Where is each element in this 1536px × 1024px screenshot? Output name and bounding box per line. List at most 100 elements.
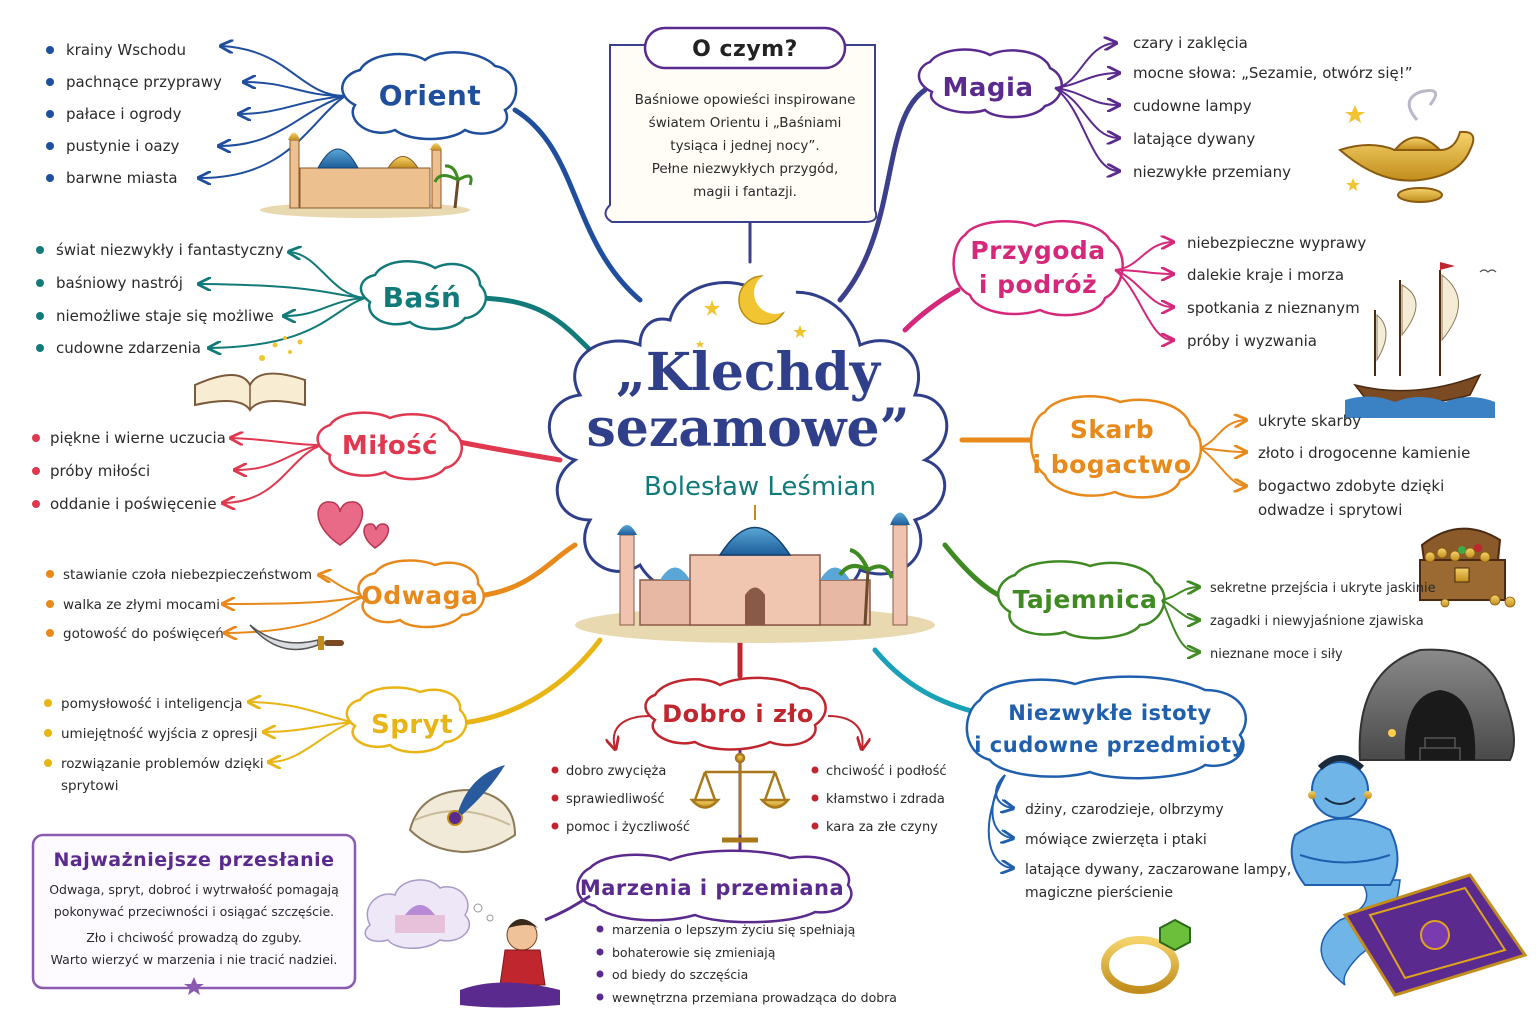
basn-item: cudowne zdarzenia <box>56 339 201 357</box>
przygoda-label-1: Przygoda <box>970 236 1105 265</box>
ring-icon <box>1101 918 1191 994</box>
magic-lamp-icon <box>1338 89 1475 203</box>
milosc-bubble <box>316 411 463 481</box>
dobro-right-item: kłamstwo i zdrada <box>826 792 945 807</box>
przygoda-item: próby i wyzwania <box>1187 332 1317 350</box>
scimitar-icon <box>249 624 344 651</box>
tajemnica-item: nieznane moce i siły <box>1210 647 1343 662</box>
przygoda-item: spotkania z nieznanym <box>1187 299 1360 317</box>
treasure-chest-icon <box>1419 527 1516 608</box>
dreaming-boy-icon <box>364 879 560 1008</box>
title-line-1: „Klechdy <box>616 342 882 403</box>
milosc-item: próby miłości <box>50 462 150 480</box>
orient-item: krainy Wschodu <box>66 41 186 59</box>
topic-orient: Orient krainy Wschodu pachnące przyprawy… <box>46 41 518 218</box>
odwaga-item: stawianie czoła niebezpieczeństwom <box>63 567 312 583</box>
basn-label: Baśń <box>383 281 462 314</box>
przygoda-item: niebezpieczne wyprawy <box>1187 234 1366 252</box>
open-book-icon <box>194 336 306 412</box>
star-icon <box>184 977 204 995</box>
odwaga-item: walka ze złymi mocami <box>63 597 220 613</box>
skarb-item: złoto i drogocenne kamienie <box>1258 444 1470 462</box>
topic-istoty: Niezwykłe istoty i cudowne przedmioty dż… <box>965 675 1528 997</box>
about-line-3: tysiąca i jednej nocy”. <box>670 138 819 154</box>
palace-icon <box>260 132 473 218</box>
odwaga-bubble <box>357 559 485 629</box>
tajemnica-item: zagadki i niewyjaśnione zjawiska <box>1210 614 1424 629</box>
about-line-5: magii i fantazji. <box>693 184 797 200</box>
about-line-1: Baśniowe opowieści inspirowane <box>635 92 856 108</box>
scales-icon <box>689 752 791 843</box>
marzenia-item: od biedy do szczęścia <box>612 967 748 982</box>
about-heading: O czym? <box>692 37 798 62</box>
istoty-label-2: i cudowne przedmioty <box>974 733 1245 757</box>
dobro-left-item: dobro zwycięża <box>566 764 666 779</box>
marzenia-item: wewnętrzna przemiana prowadząca do dobra <box>612 990 897 1005</box>
flying-carpet-icon <box>1342 873 1528 997</box>
marzenia-bubble <box>576 849 853 924</box>
basn-bubble <box>359 259 488 331</box>
topic-tajemnica: Tajemnica sekretne przejścia i ukryte ja… <box>997 560 1515 761</box>
orient-item: pustynie i oazy <box>66 137 179 155</box>
topic-przygoda: Przygoda i podróż niebezpieczne wyprawy … <box>952 219 1497 418</box>
key-message-box: Najważniejsze przesłanie Odwaga, spryt, … <box>31 833 357 995</box>
topic-skarb: Skarb i bogactwo ukryte skarby złoto i d… <box>1029 395 1516 608</box>
spryt-item: rozwiązanie problemów dzięki <box>61 756 264 772</box>
topic-magia: Magia czary i zaklęcia mocne słowa: „Sez… <box>917 34 1475 203</box>
topic-milosc: Miłość piękne i wierne uczucia próby mił… <box>32 411 463 549</box>
magia-bubble <box>917 48 1063 119</box>
spryt-item: umiejętność wyjścia z opresji <box>61 726 258 742</box>
basn-item: świat niezwykły i fantastyczny <box>56 241 284 259</box>
central-topic: „Klechdy sezamowe” Bolesław Leśmian <box>547 272 949 643</box>
orient-item: pałace i ogrody <box>66 105 182 123</box>
orient-label: Orient <box>379 79 482 112</box>
spryt-bubble <box>345 686 468 754</box>
palace-icon <box>575 505 935 643</box>
dobro-label: Dobro i zło <box>662 700 814 728</box>
about-line-4: Pełne niezwykłych przygód, <box>652 161 838 177</box>
message-heading: Najważniejsze przesłanie <box>54 849 335 871</box>
star-icon <box>1346 178 1360 191</box>
orient-item: pachnące przyprawy <box>66 73 222 91</box>
przygoda-item: dalekie kraje i morza <box>1187 266 1344 284</box>
spryt-label: Spryt <box>371 710 453 740</box>
milosc-item: piękne i wierne uczucia <box>50 429 226 447</box>
marzenia-item: bohaterowie się zmieniają <box>612 945 776 960</box>
istoty-item: dżiny, czarodzieje, olbrzymy <box>1025 802 1224 818</box>
magia-item: cudowne lampy <box>1133 97 1252 115</box>
dobro-bubble <box>644 676 827 751</box>
przygoda-label-2: i podróż <box>979 270 1097 299</box>
skarb-item: odwadze i sprytowi <box>1258 501 1402 519</box>
skarb-item: bogactwo zdobyte dzięki <box>1258 477 1444 495</box>
dobro-right-item: kara za złe czyny <box>826 820 938 835</box>
message-line-4: Warto wierzyć w marzenia i nie tracić na… <box>51 952 338 967</box>
skarb-item: ukryte skarby <box>1258 412 1361 430</box>
topic-dobro: Dobro i zło dobro zwycięża sprawiedliwoś… <box>551 676 947 843</box>
przygoda-bubble <box>952 219 1124 317</box>
turban-icon <box>408 765 517 854</box>
istoty-item: latające dywany, zaczarowane lampy, <box>1025 862 1291 878</box>
about-line-2: światem Orientu i „Baśniami <box>649 115 842 131</box>
skarb-label-2: i bogactwo <box>1032 450 1191 479</box>
star-icon <box>1345 105 1365 123</box>
author-name: Bolesław Leśmian <box>644 472 876 502</box>
orient-item: barwne miasta <box>66 169 178 187</box>
magia-label: Magia <box>943 73 1034 103</box>
dobro-right-item: chciwość i podłość <box>826 764 947 779</box>
skarb-bubble <box>1029 395 1203 499</box>
spryt-item: pomysłowość i inteligencja <box>61 696 242 712</box>
istoty-item: magiczne pierścienie <box>1025 885 1173 901</box>
topic-spryt: Spryt pomysłowość i inteligencja umiejęt… <box>44 686 517 854</box>
istoty-bubble <box>965 675 1247 780</box>
marzenia-item: marzenia o lepszym życiu się spełniają <box>612 922 856 937</box>
basn-item: niemożliwe staje się możliwe <box>56 307 274 325</box>
crescent-moon-icon <box>738 272 796 325</box>
spryt-item: sprytowi <box>61 778 119 794</box>
message-line-1: Odwaga, spryt, dobroć i wytrwałość pomag… <box>49 882 339 897</box>
ship-icon <box>1345 262 1497 418</box>
star-icon <box>696 300 807 348</box>
magia-item: mocne słowa: „Sezamie, otwórz się!” <box>1133 64 1413 82</box>
hearts-icon <box>317 501 389 549</box>
dobro-left-item: sprawiedliwość <box>566 792 665 807</box>
